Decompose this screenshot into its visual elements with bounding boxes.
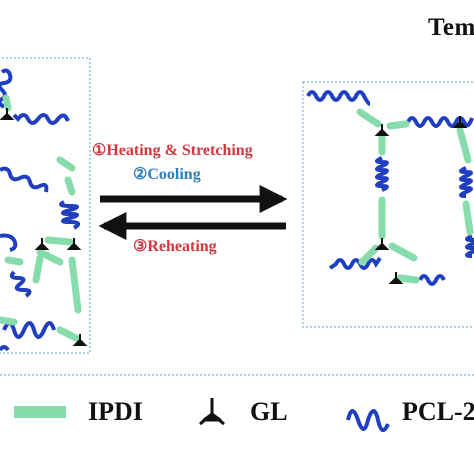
- ipdi-segment: [4, 256, 24, 266]
- pcl-chain: [0, 166, 49, 193]
- step-cooling-label: ②Cooling: [133, 166, 201, 183]
- ipdi-segment: [56, 326, 80, 342]
- gl-junction: [388, 272, 404, 284]
- gl-junction: [0, 108, 15, 120]
- ipdi-segment: [358, 244, 380, 266]
- ipdi-segment: [32, 254, 44, 284]
- left-network: [0, 68, 88, 352]
- ipdi-segment: [456, 126, 472, 164]
- ipdi-segment: [68, 256, 82, 314]
- legend-gl-label: GL: [250, 397, 288, 426]
- legend-gl-symbol: [199, 398, 225, 426]
- pcl-chain: [418, 274, 446, 286]
- pcl-chain: [12, 113, 70, 125]
- ipdi-segment: [36, 248, 64, 266]
- legend-pcl-label: PCL-2: [402, 397, 474, 426]
- left-network-box: [0, 57, 91, 354]
- ipdi-segment: [462, 200, 474, 236]
- pcl-chain: [459, 166, 473, 198]
- gl-junction: [374, 124, 390, 136]
- ipdi-segment: [2, 94, 12, 112]
- legend-ipdi-label: IPDI: [88, 397, 143, 426]
- pcl-chain: [465, 234, 474, 258]
- right-network: [306, 90, 474, 286]
- pcl-chain: [306, 90, 371, 106]
- step-reheating-label: ③Reheating: [133, 238, 217, 255]
- right-network-box: [302, 81, 474, 328]
- process-arrows: [98, 185, 288, 240]
- gl-junction: [452, 116, 468, 128]
- legend-pcl-symbol: [346, 409, 390, 432]
- ipdi-segment: [56, 156, 76, 172]
- ipdi-segment: [388, 242, 418, 262]
- pcl-chain: [9, 270, 32, 298]
- ipdi-segment: [0, 316, 18, 326]
- pcl-chain: [59, 200, 81, 230]
- ipdi-segment: [356, 108, 382, 128]
- pcl-chain: [0, 233, 18, 252]
- pcl-chain: [0, 345, 10, 352]
- gl-junction: [34, 238, 50, 250]
- pcl-chain: [2, 321, 56, 339]
- pcl-chain: [406, 116, 474, 128]
- pcl-chain: [0, 68, 13, 109]
- gl-junction: [72, 334, 88, 346]
- pcl-chain: [328, 256, 382, 270]
- ipdi-segment: [396, 274, 420, 284]
- pcl-chain: [375, 156, 389, 192]
- ipdi-segment: [64, 176, 76, 196]
- ipdi-segment: [386, 120, 410, 130]
- temperature-heading-partial: Tem: [428, 14, 474, 41]
- step-heating-stretching-label: ①Heating & Stretching: [92, 142, 253, 159]
- gl-junction: [374, 238, 390, 250]
- ipdi-segment: [44, 236, 74, 246]
- gl-junction: [66, 238, 82, 250]
